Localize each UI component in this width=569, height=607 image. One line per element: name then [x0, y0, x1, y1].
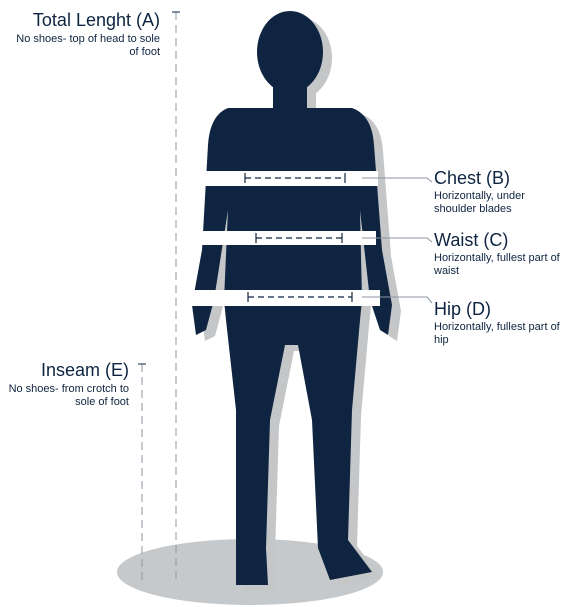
waist-title: Waist (C) [434, 230, 566, 250]
hip-title: Hip (D) [434, 299, 566, 319]
waist-description: Horizontally, fullest part of waist [434, 252, 566, 278]
inseam-title: Inseam (E) [0, 360, 129, 380]
hip-label: Hip (D) Horizontally, fullest part of hi… [434, 299, 566, 347]
neck [273, 80, 307, 110]
total-length-title: Total Lenght (A) [10, 10, 160, 30]
inseam-description: No shoes- from crotch to sole of foot [0, 383, 129, 409]
waist-label: Waist (C) Horizontally, fullest part of … [434, 230, 566, 278]
chest-band [186, 171, 378, 186]
hip-description: Horizontally, fullest part of hip [434, 321, 566, 347]
chest-description: Horizontally, under shoulder blades [434, 190, 566, 216]
chest-title: Chest (B) [434, 168, 566, 188]
inseam-label: Inseam (E) No shoes- from crotch to sole… [0, 360, 129, 409]
total-length-description: No shoes- top of head to sole of foot [10, 33, 160, 59]
total-length-label: Total Lenght (A) No shoes- top of head t… [10, 10, 160, 59]
vertical-measures [138, 12, 180, 580]
chest-label: Chest (B) Horizontally, under shoulder b… [434, 168, 566, 216]
